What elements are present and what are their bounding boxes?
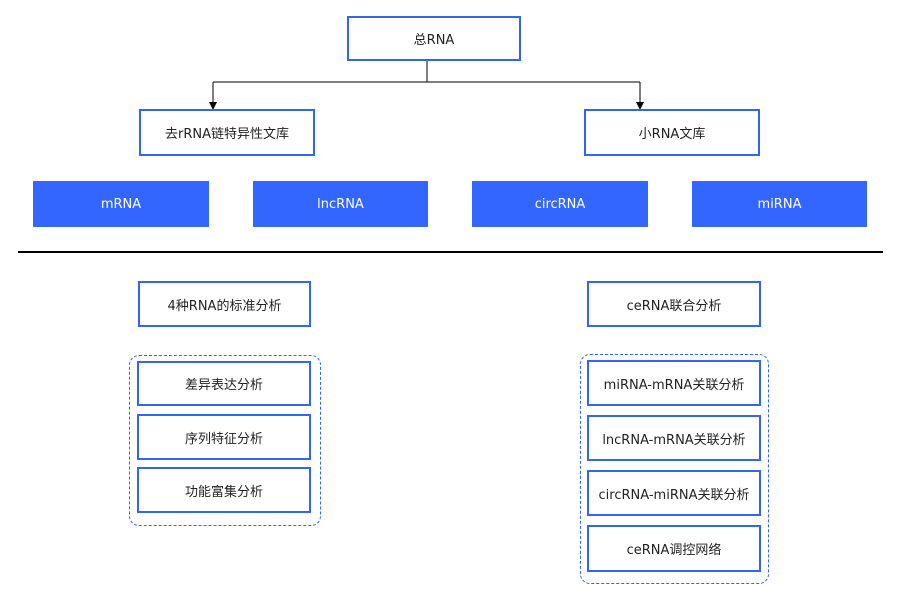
sequence-feature-box: 序列特征分析 xyxy=(137,414,311,460)
cerna-analysis-group xyxy=(580,354,769,584)
mirna-mrna-association-box: miRNA-mRNA关联分析 xyxy=(587,360,761,406)
cerna-network-box: ceRNA调控网络 xyxy=(587,525,761,572)
rrna-depleted-library-box: 去rRNA链特异性文库 xyxy=(139,109,315,156)
rna-type-mirna: miRNA xyxy=(692,181,867,227)
total-rna-box: 总RNA xyxy=(347,16,521,61)
standard-analysis-title: 4种RNA的标准分析 xyxy=(138,281,311,327)
standard-analysis-group xyxy=(129,355,321,526)
functional-enrichment-box: 功能富集分析 xyxy=(137,467,311,513)
rna-type-mrna: mRNA xyxy=(33,181,209,227)
cerna-analysis-title: ceRNA联合分析 xyxy=(587,281,761,327)
differential-expression-box: 差异表达分析 xyxy=(137,361,311,406)
lncrna-mrna-association-box: lncRNA-mRNA关联分析 xyxy=(587,415,761,461)
rna-type-lncrna: lncRNA xyxy=(253,181,428,227)
small-rna-library-box: 小RNA文库 xyxy=(584,109,760,156)
circrna-mirna-association-box: circRNA-miRNA关联分析 xyxy=(587,470,761,516)
rna-type-circrna: circRNA xyxy=(472,181,648,227)
